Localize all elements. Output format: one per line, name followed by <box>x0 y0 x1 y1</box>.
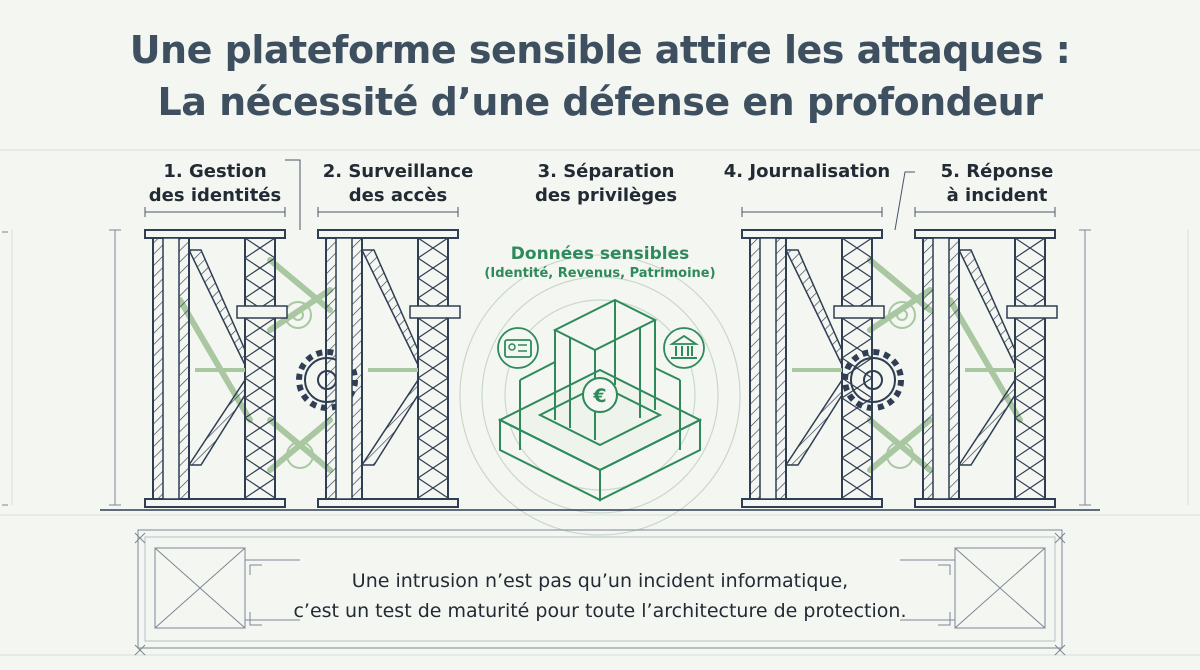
dimension-lines-vertical <box>2 229 1091 506</box>
blueprint-grid <box>0 149 1200 656</box>
id-card-icon <box>497 327 539 369</box>
linkage-arms <box>177 257 1023 473</box>
quote-line-1: Une intrusion n’est pas qu’un incident i… <box>351 570 849 592</box>
frame-corner-marks <box>134 532 1066 656</box>
data-vault <box>497 298 703 502</box>
pillar-label-line: 1. Gestion <box>163 161 267 182</box>
sensitive-data-subtitle: (Identité, Revenus, Patrimoine) <box>484 266 716 281</box>
pillar-identity <box>144 229 288 508</box>
pillar-label-identity: 1. Gestion des identités <box>105 160 325 208</box>
dimension-lines-horizontal <box>144 159 1056 231</box>
pillar-label-privileges: 3. Séparation des privilèges <box>496 160 716 208</box>
bank-icon <box>663 327 705 369</box>
pillar-label-line: 2. Surveillance <box>322 161 474 182</box>
pillar-label-logging: 4. Journalisation <box>697 160 917 184</box>
protection-rings <box>459 254 741 536</box>
pillar-logging <box>741 229 885 508</box>
pillar-label-incident-response: 5. Réponse à incident <box>887 160 1107 208</box>
pillar-label-line: à incident <box>946 185 1048 206</box>
svg-text:€: € <box>592 385 606 407</box>
euro-icon: € <box>582 377 618 413</box>
page-title-line-1: Une plateforme sensible attire les attaq… <box>129 28 1071 72</box>
pillar-label-access: 2. Surveillance des accès <box>288 160 508 208</box>
page-title-line-2: La nécessité d’une défense en profondeur <box>157 80 1043 124</box>
pillar-label-line: 4. Journalisation <box>723 161 891 182</box>
pillar-label-line: des accès <box>348 185 448 206</box>
sensitive-data-title: Données sensibles <box>510 244 690 264</box>
pillar-label-line: 3. Séparation <box>537 161 675 182</box>
bottom-frame <box>137 529 1063 649</box>
pillar-label-line: 5. Réponse <box>940 161 1054 182</box>
pillar-label-line: des privilèges <box>534 185 678 206</box>
pillar-label-line: des identités <box>148 185 282 206</box>
pillar-access <box>317 229 461 508</box>
quote-line-2: c’est un test de maturité pour toute l’a… <box>293 600 907 622</box>
pillar-incident-response <box>914 229 1058 508</box>
